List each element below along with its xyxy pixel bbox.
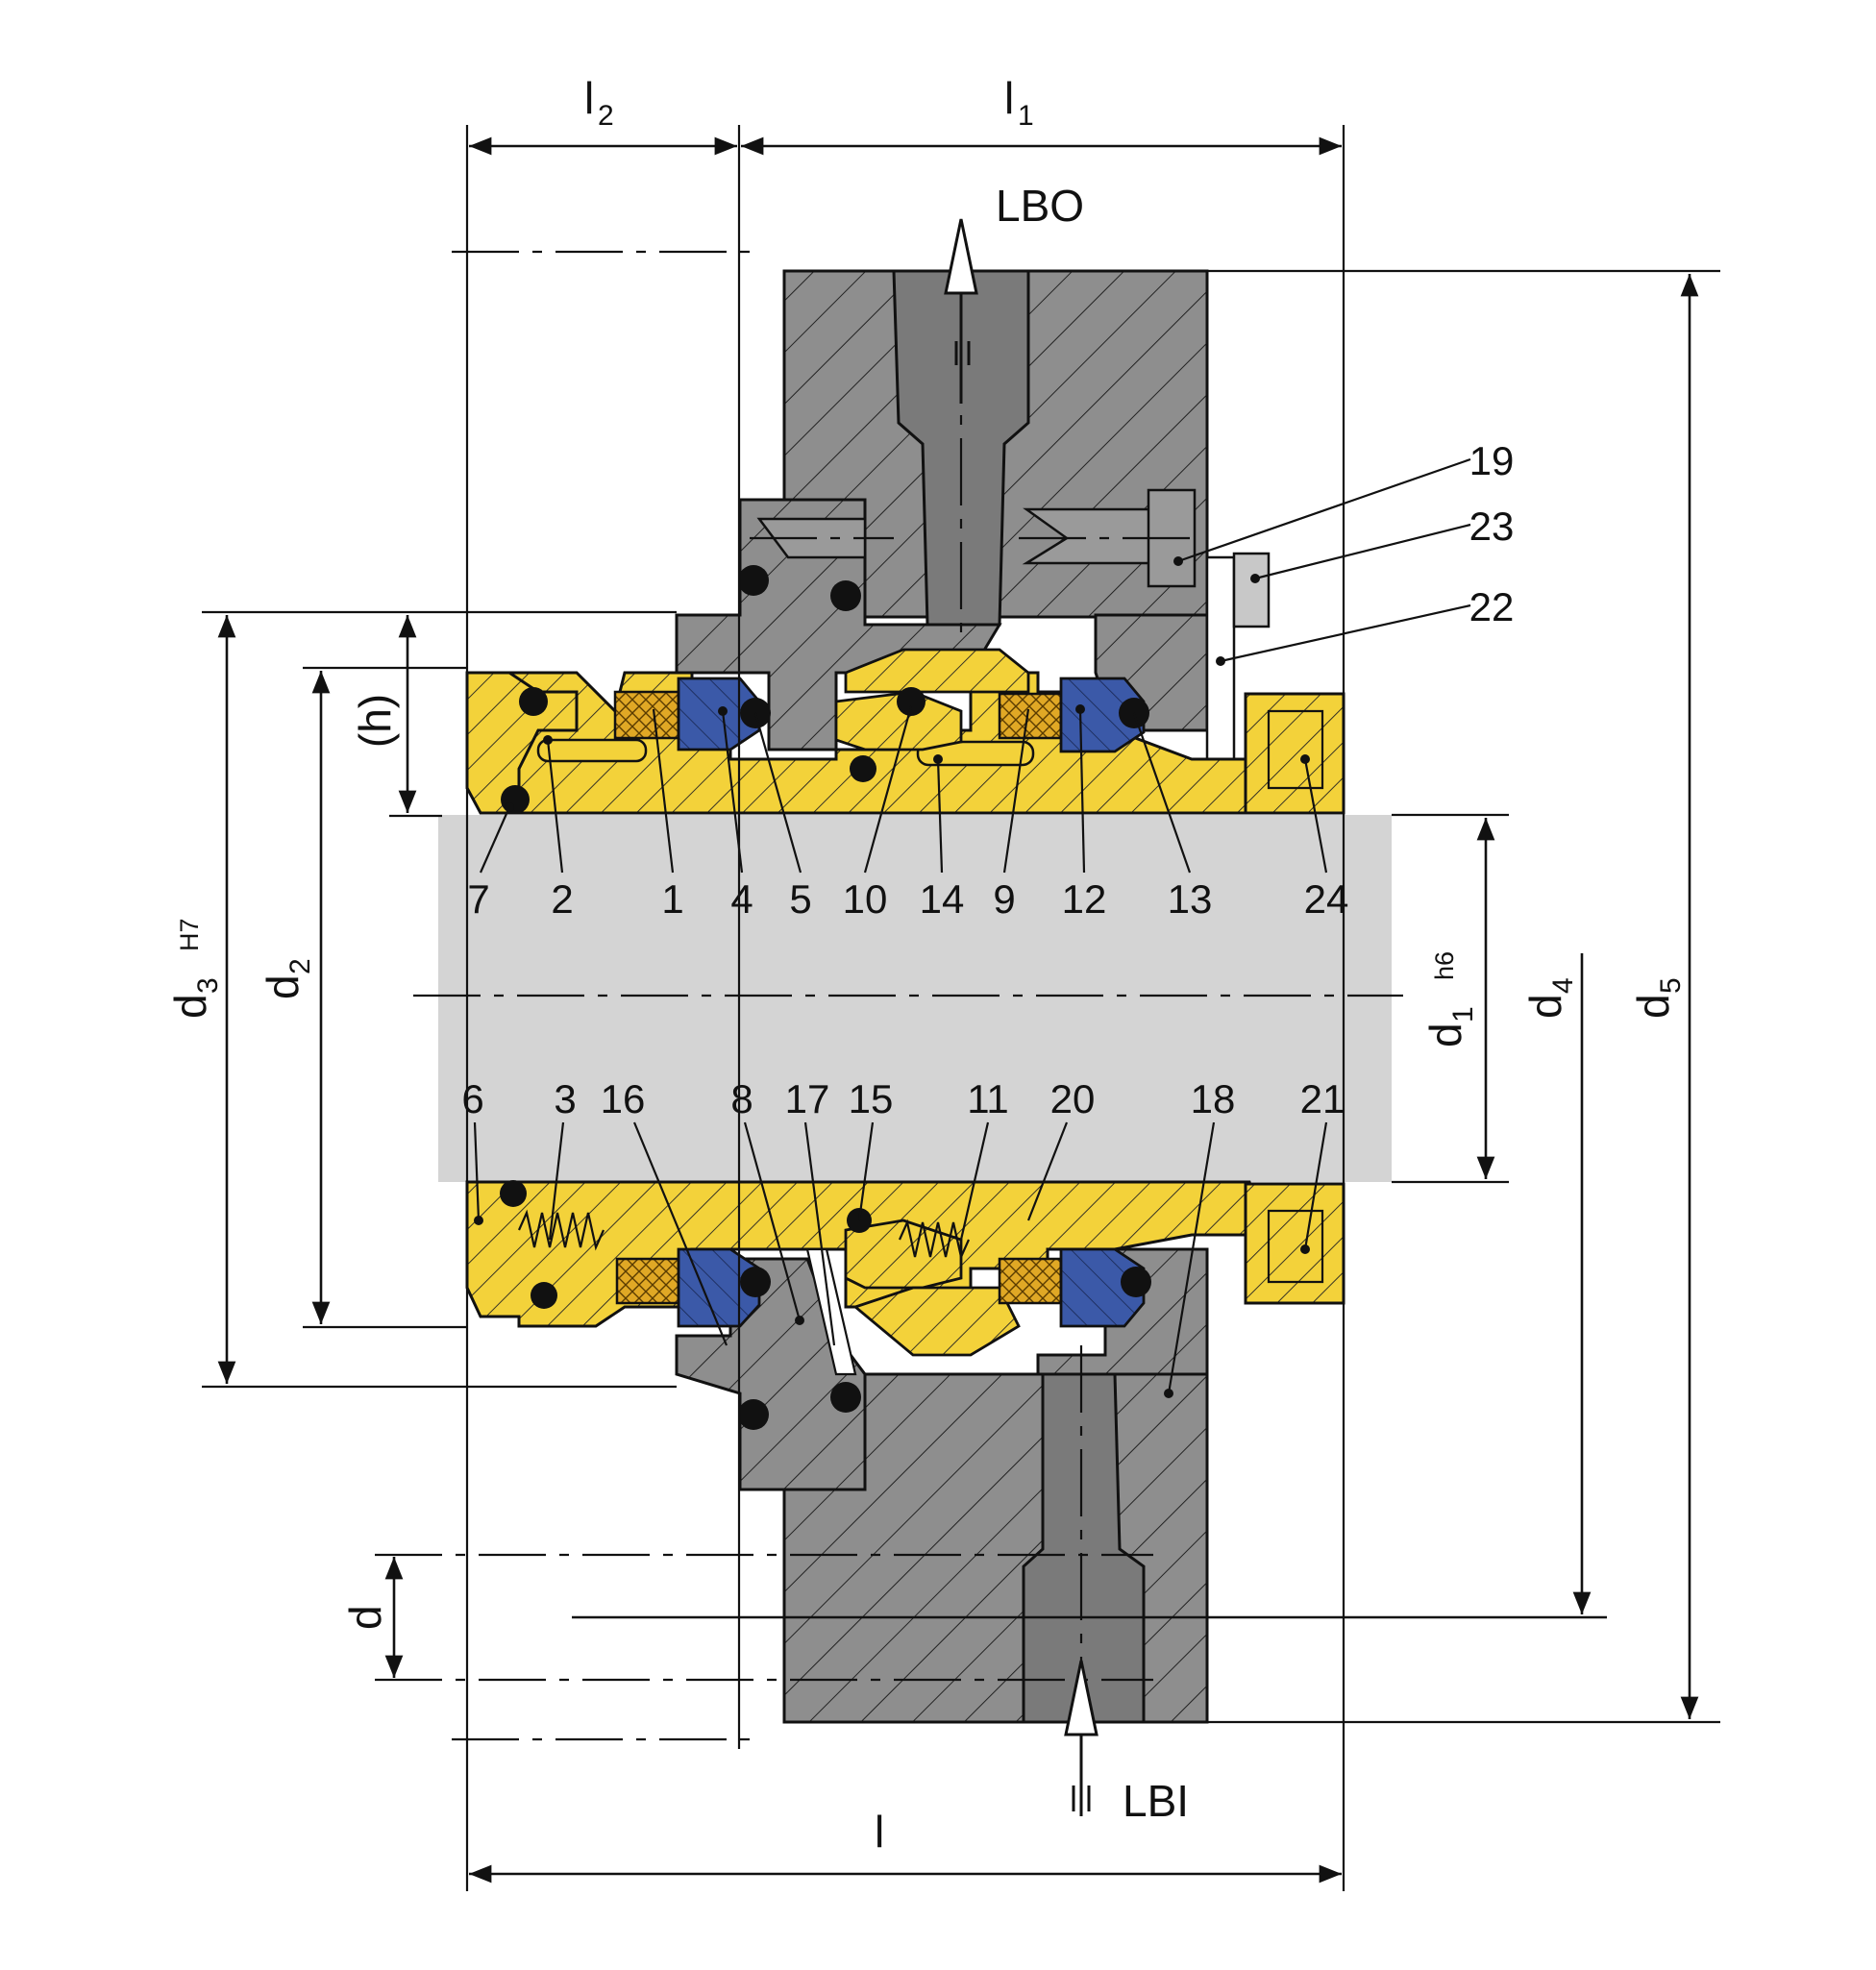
- rotating-ring-upper: [844, 648, 1030, 694]
- dimension-arrows: [217, 136, 1699, 1884]
- carbon-face-lower-right: [998, 1257, 1063, 1305]
- dim-h: (h): [350, 694, 400, 748]
- o-ring: [519, 687, 548, 716]
- flush-channel: [805, 1247, 857, 1376]
- svg-text:23: 23: [1469, 504, 1515, 549]
- svg-text:21: 21: [1300, 1076, 1345, 1121]
- svg-text:d: d: [1520, 994, 1570, 1019]
- svg-text:16: 16: [601, 1076, 646, 1121]
- dim-d: d: [340, 1605, 390, 1630]
- svg-text:4: 4: [1547, 977, 1579, 994]
- svg-text:d: d: [1420, 1022, 1470, 1047]
- carbon-face-upper-left: [613, 690, 680, 740]
- o-ring: [738, 565, 769, 596]
- svg-text:d: d: [340, 1605, 390, 1630]
- svg-text:d: d: [258, 974, 308, 999]
- dim-l1: l 1: [1004, 73, 1034, 132]
- svg-text:9: 9: [993, 876, 1015, 922]
- svg-text:5: 5: [1655, 977, 1687, 994]
- svg-text:24: 24: [1304, 876, 1349, 922]
- o-ring: [531, 1282, 557, 1309]
- svg-text:7: 7: [467, 876, 489, 922]
- o-ring: [897, 687, 926, 716]
- part-numbers-lower: 6 3 16 8 17 15 11 20 18 21: [461, 1076, 1345, 1121]
- dim-d1: d 1 h6: [1420, 951, 1479, 1047]
- o-ring: [1121, 1267, 1151, 1297]
- inlet-flow-arrow: [1064, 1660, 1098, 1816]
- part-numbers-upper: 7 2 1 4 5 10 14 9 12 13 24: [467, 876, 1348, 922]
- o-ring: [500, 1180, 527, 1207]
- svg-text:2: 2: [551, 876, 573, 922]
- svg-text:15: 15: [849, 1076, 894, 1121]
- svg-text:20: 20: [1050, 1076, 1096, 1121]
- extension-lines: [202, 125, 1720, 1891]
- svg-text:1: 1: [1447, 1006, 1479, 1022]
- svg-text:8: 8: [730, 1076, 753, 1121]
- o-ring: [501, 785, 530, 814]
- svg-text:1: 1: [1018, 100, 1034, 132]
- drive-pin-14: [916, 740, 1035, 767]
- port-label-lbi: LBI: [1123, 1776, 1189, 1826]
- o-ring: [830, 580, 861, 611]
- svg-text:H7: H7: [175, 918, 204, 951]
- o-ring: [740, 1267, 771, 1297]
- leader-lines: [473, 457, 1471, 1394]
- leader-dots: [474, 556, 1310, 1398]
- svg-text:5: 5: [789, 876, 811, 922]
- part-numbers-right: 19 23 22: [1469, 438, 1515, 629]
- dim-d2: d 2: [258, 958, 316, 999]
- svg-text:d: d: [165, 994, 215, 1019]
- dim-l: l: [875, 1807, 884, 1857]
- svg-text:12: 12: [1062, 876, 1107, 922]
- dim-d4: d 4: [1520, 977, 1579, 1019]
- svg-text:2: 2: [598, 100, 614, 132]
- svg-text:6: 6: [461, 1076, 483, 1121]
- svg-text:18: 18: [1191, 1076, 1236, 1121]
- svg-text:(h): (h): [350, 694, 400, 748]
- svg-text:10: 10: [843, 876, 888, 922]
- svg-text:14: 14: [920, 876, 965, 922]
- dim-l2: l 2: [584, 73, 614, 132]
- o-ring: [830, 1382, 861, 1413]
- centerlines: [375, 231, 1607, 1741]
- svg-text:4: 4: [730, 876, 753, 922]
- svg-text:11: 11: [967, 1076, 1009, 1121]
- shaft: [438, 815, 1392, 1182]
- carbon-face-lower-left: [615, 1257, 682, 1305]
- svg-text:1: 1: [661, 876, 683, 922]
- svg-text:22: 22: [1469, 584, 1515, 629]
- svg-text:19: 19: [1469, 438, 1515, 483]
- svg-text:17: 17: [785, 1076, 830, 1121]
- outlet-flow-arrow: [944, 218, 978, 404]
- o-ring: [850, 755, 876, 782]
- o-ring: [738, 1399, 769, 1430]
- svg-text:h6: h6: [1430, 951, 1459, 980]
- lower-sleeve: [465, 1180, 1345, 1357]
- seat-ring-lower-right: [1059, 1247, 1146, 1328]
- svg-text:3: 3: [192, 977, 224, 994]
- drive-pin-1: [536, 738, 648, 763]
- dim-d3: d 3 H7: [165, 918, 224, 1019]
- carbon-face-upper-right: [998, 692, 1063, 740]
- svg-text:3: 3: [554, 1076, 576, 1121]
- svg-text:l: l: [584, 73, 594, 123]
- svg-text:d: d: [1628, 994, 1678, 1019]
- retaining-plate: [1205, 552, 1271, 767]
- port-label-lbo: LBO: [996, 181, 1084, 231]
- svg-text:l: l: [1004, 73, 1014, 123]
- spring-lower-left: [517, 1209, 605, 1251]
- dim-d5: d 5: [1628, 977, 1687, 1019]
- svg-text:2: 2: [284, 958, 316, 974]
- spring-lower-right: [898, 1219, 971, 1261]
- svg-text:13: 13: [1168, 876, 1213, 922]
